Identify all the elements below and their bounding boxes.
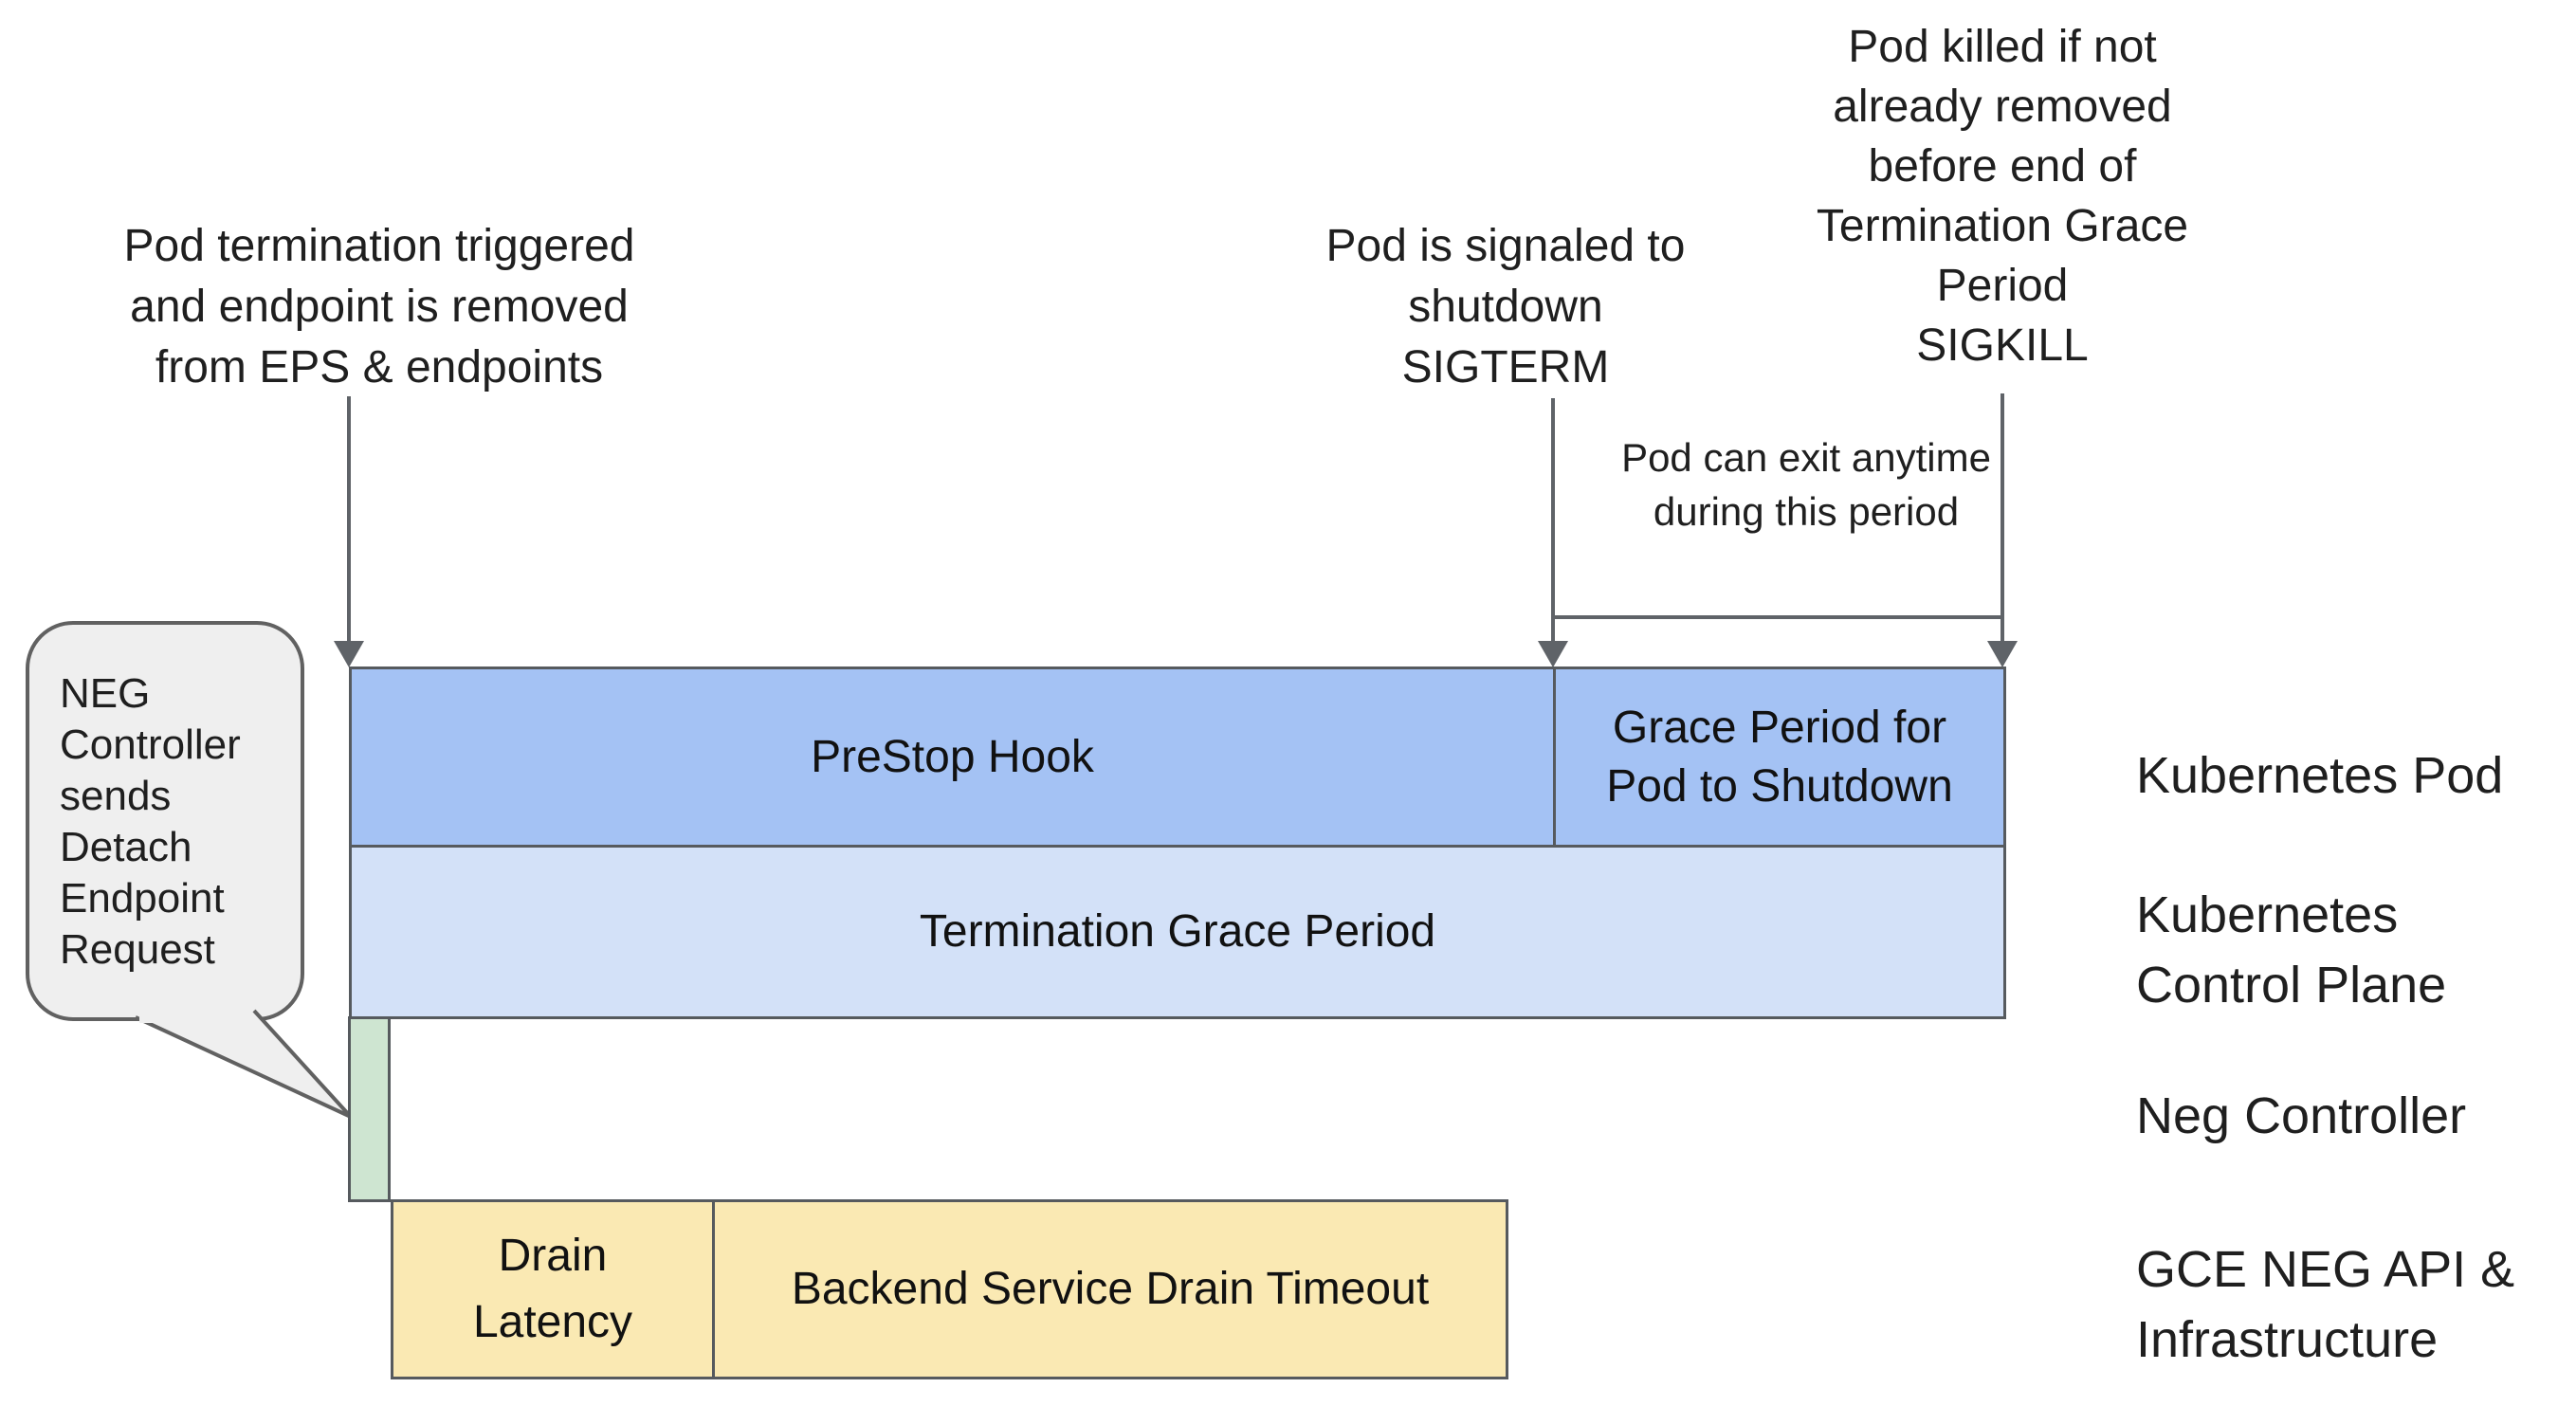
annotation-line: already removed <box>1833 82 2172 132</box>
lane-label-gce-neg-api: GCE NEG API & Infrastructure <box>2136 1234 2514 1375</box>
annotation-line: from EPS & endpoints <box>155 342 604 393</box>
callout-tail-patch <box>139 1010 246 1023</box>
annotation-line: Pod is signaled to <box>1325 221 1686 271</box>
lane-label-line: GCE NEG API & <box>2136 1241 2515 1298</box>
bar-termination-grace-period: Termination Grace Period <box>349 845 2006 1019</box>
bar-label-line: Grace Period for <box>1612 702 1947 753</box>
bar-backend-service-drain-timeout: Backend Service Drain Timeout <box>712 1199 1508 1379</box>
callout-tail <box>135 1009 353 1119</box>
bar-drain-latency: Drain Latency <box>391 1199 715 1379</box>
lane-label-line: Control Plane <box>2136 957 2447 1013</box>
bar-label: Backend Service Drain Timeout <box>791 1264 1430 1314</box>
annotation-line: Period <box>1936 261 2069 311</box>
callout-line: Controller <box>60 721 241 768</box>
annotation-line: Termination Grace <box>1816 201 2189 251</box>
bar-grace-period-shutdown: Grace Period for Pod to Shutdown <box>1553 666 2006 848</box>
bar-label-line: Latency <box>472 1297 633 1347</box>
annotation-pod-termination: Pod termination triggered and endpoint i… <box>62 216 697 398</box>
annotation-exit-anytime: Pod can exit anytime during this period <box>1598 430 2015 539</box>
annotation-line: shutdown <box>1408 282 1603 332</box>
annotation-line: SIGKILL <box>1916 320 2089 371</box>
callout-line: Request <box>60 926 215 973</box>
annotation-line: during this period <box>1653 489 1960 534</box>
bar-label-line: Pod to Shutdown <box>1606 760 1953 812</box>
annotation-sigkill: Pod killed if not already removed before… <box>1784 17 2220 375</box>
annotation-line: before end of <box>1868 141 2137 192</box>
callout-line: Endpoint <box>60 875 225 922</box>
lane-label-line: Kubernetes <box>2136 886 2399 943</box>
lane-label-kubernetes-pod: Kubernetes Pod <box>2136 747 2504 804</box>
callout-line: NEG <box>60 670 151 717</box>
annotation-line: and endpoint is removed <box>130 282 629 332</box>
bar-prestop-hook: PreStop Hook <box>349 666 1556 848</box>
bar-label-line: Drain <box>498 1231 608 1281</box>
pod-termination-down-arrow-icon <box>334 396 364 667</box>
annotation-sigterm: Pod is signaled to shutdown SIGTERM <box>1292 216 1719 398</box>
annotation-line: Pod can exit anytime <box>1621 435 1991 480</box>
annotation-line: SIGTERM <box>1401 342 1610 393</box>
annotation-line: Pod killed if not <box>1848 22 2157 72</box>
sigterm-down-arrow-icon <box>1538 398 1568 667</box>
callout-line: Detach <box>60 824 192 870</box>
lane-label-neg-controller: Neg Controller <box>2136 1087 2467 1144</box>
callout-text: NEG Controller sends Detach Endpoint Req… <box>60 668 287 976</box>
bar-label: PreStop Hook <box>811 731 1094 782</box>
lane-label-kubernetes-control-plane: Kubernetes Control Plane <box>2136 880 2446 1020</box>
annotation-line: Pod termination triggered <box>123 221 635 271</box>
callout-line: sends <box>60 773 172 819</box>
bar-neg-detach-marker <box>348 1016 391 1202</box>
bar-label: Termination Grace Period <box>919 906 1436 957</box>
lane-label-line: Infrastructure <box>2136 1311 2439 1368</box>
